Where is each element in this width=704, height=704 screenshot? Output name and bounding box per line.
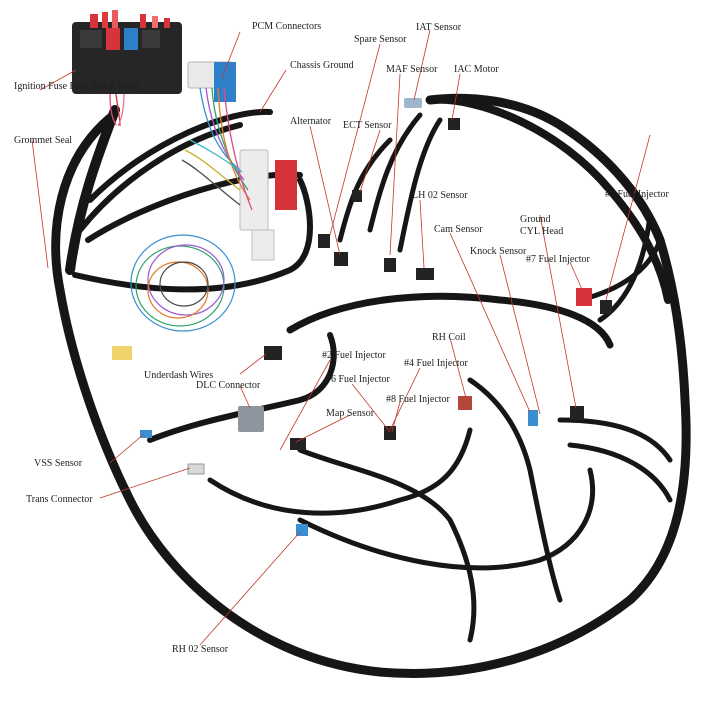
branch-knock [467,377,563,603]
fuel7-connector [576,288,592,306]
branch-ect [337,137,393,243]
label-rh-coil: RH Coil [432,332,466,343]
label-map-sensor: Map Sensor [326,408,375,419]
label-underdash-wires: Underdash Wires [144,370,213,381]
label-fuel-injector-5: #5 Fuel Injector [605,189,670,200]
rh-coil-connector [458,396,472,410]
iat-connector [404,98,422,108]
map-connector [290,438,306,450]
diagram-labels: Ignition Fuse Fuse Block Relay Grommet S… [14,21,670,655]
cyl-ground-connector [570,406,584,420]
branch-injectors-right [577,237,663,303]
ect-connector [352,190,362,202]
branch-chassis [87,108,273,203]
dlc-connector [238,406,264,432]
label-cyl-head: CYL Head [520,226,563,237]
label-dlc-connector: DLC Connector [196,380,261,391]
harness-loom [51,93,691,678]
sensor-connectors [112,98,612,536]
underdash-wire-ends [112,346,132,360]
underdash-wire-coil [130,234,236,332]
trans-connector [187,463,205,475]
label-vss-sensor: VSS Sensor [34,458,83,469]
lh-o2-connector [416,268,434,280]
main-trunk [65,105,120,275]
main-loom-ring [51,93,691,678]
label-trans-connector: Trans Connector [26,494,93,505]
fuel5-connector [600,300,612,314]
branch-bottom-1 [297,447,477,643]
label-ect-sensor: ECT Sensor [343,120,392,131]
label-fuel-injector-7: #7 Fuel Injector [526,254,591,265]
branch-bottom-2 [207,427,473,516]
alternator-connector [334,252,348,266]
leader-lines [31,29,651,646]
spare-connector [318,234,330,248]
label-maf-sensor: MAF Sensor [386,64,438,75]
branch-bottom-3 [297,467,596,571]
label-rh-o2-sensor: RH 02 Sensor [172,644,229,655]
label-lh-o2-sensor: LH 02 Sensor [412,190,468,201]
label-knock-sensor: Knock Sensor [470,246,527,257]
label-iat-sensor: IAT Sensor [416,22,462,33]
label-alternator: Alternator [290,116,332,127]
label-pcm-connectors: PCM Connectors [252,21,321,32]
fuse-block [72,10,182,127]
pcm-wire-bundle [181,87,253,211]
inner-loop-lower [147,332,337,443]
fuel8-connector [384,426,396,440]
branch-right-2 [567,442,673,503]
label-fuel-injector-8: #8 Fuel Injector [386,394,451,405]
label-fuel-injector-6: #6 Fuel Injector [326,374,391,385]
pcm-connectors [181,61,297,261]
top-loom-arc [426,95,672,304]
iac-connector [448,118,460,130]
knock-connector [528,410,538,426]
label-fuel-injector-4: #4 Fuel Injector [404,358,469,369]
vss-connector [140,430,152,438]
label-ignition-fuse: Ignition Fuse Fuse Block Relay [14,81,141,92]
label-grommet-seal: Grommet Seal [14,135,72,146]
branch-pcm [77,122,243,233]
branch-maf [367,112,423,233]
label-iac-motor: IAC Motor [454,64,499,75]
maf-connector [384,258,396,272]
label-chassis-ground: Chassis Ground [290,60,354,71]
inner-loop [286,292,614,349]
label-ground-1: Ground [520,214,551,225]
label-cam-sensor: Cam Sensor [434,224,483,235]
underdash-connector [264,346,282,360]
label-fuel-injector-2: #2 Fuel Injector [322,350,387,361]
branch-iac [397,117,443,253]
label-spare-sensor: Spare Sensor [354,34,407,45]
branch-right-1 [557,417,673,463]
branch-center [72,177,313,293]
